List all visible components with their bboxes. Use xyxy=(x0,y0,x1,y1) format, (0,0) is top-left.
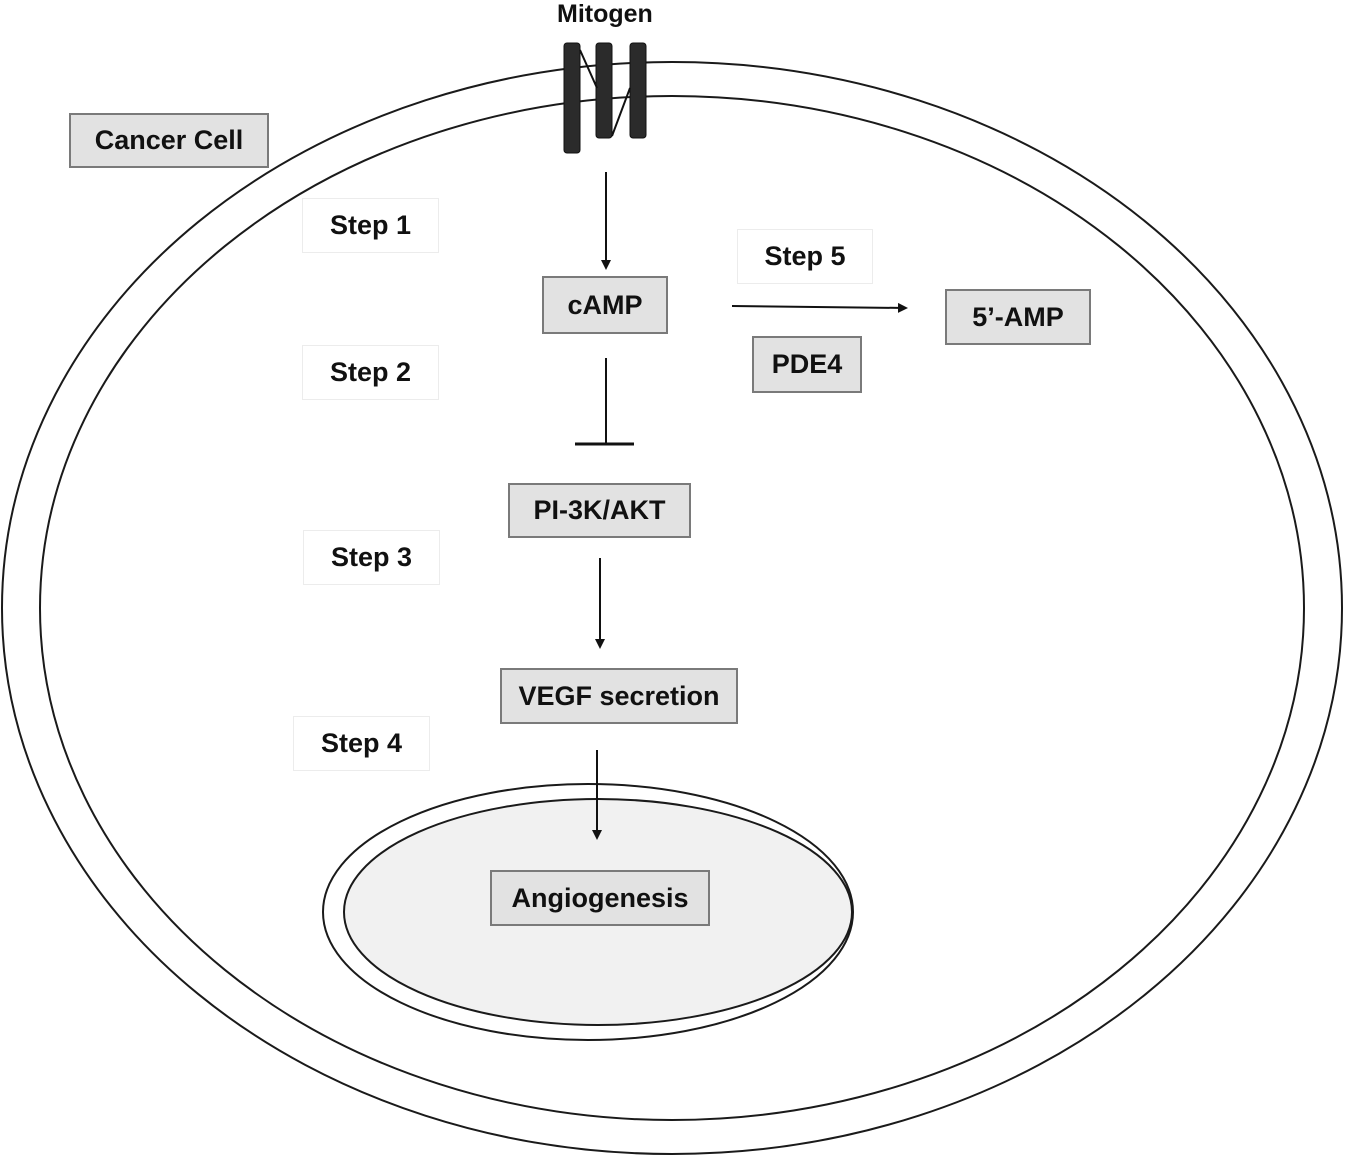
step-4-label: Step 4 xyxy=(293,716,430,771)
mitogen-label: Mitogen xyxy=(557,0,653,28)
vegf-secretion-node: VEGF secretion xyxy=(500,668,738,724)
mitogen-receptor-icon xyxy=(563,42,647,154)
step-3-label: Step 3 xyxy=(303,530,440,585)
step-5-label: Step 5 xyxy=(737,229,873,284)
arrow-camp-to-5amp xyxy=(731,302,908,313)
cancer-cell-label: Cancer Cell xyxy=(69,113,269,168)
camp-node: cAMP xyxy=(542,276,668,334)
angiogenesis-node: Angiogenesis xyxy=(490,870,710,926)
5-amp-node: 5’-AMP xyxy=(945,289,1091,345)
pi3k-akt-node: PI-3K/AKT xyxy=(508,483,691,538)
step-2-label: Step 2 xyxy=(302,345,439,400)
pde4-node: PDE4 xyxy=(752,336,862,393)
step-1-label: Step 1 xyxy=(302,198,439,253)
